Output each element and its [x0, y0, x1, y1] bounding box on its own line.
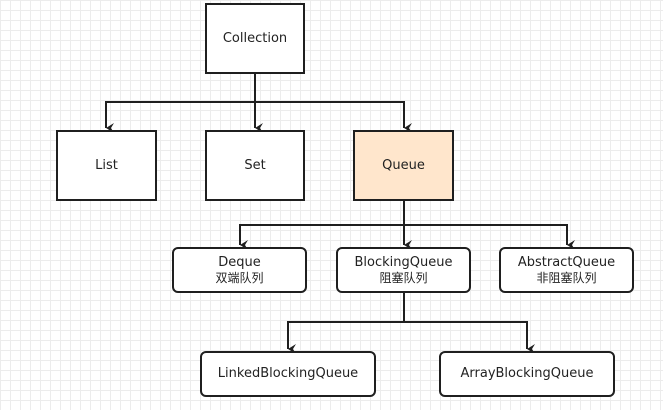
- node-blockingqueue[interactable]: BlockingQueue 阻塞队列: [336, 247, 471, 293]
- node-abstractqueue-label: AbstractQueue: [517, 254, 616, 270]
- node-blockingqueue-label: BlockingQueue: [354, 254, 453, 270]
- node-abstractqueue[interactable]: AbstractQueue 非阻塞队列: [499, 247, 634, 293]
- node-list[interactable]: List: [56, 130, 157, 201]
- edge-blockingqueue-to-linkedblockingqueue: [287, 292, 405, 354]
- node-queue[interactable]: Queue: [353, 130, 454, 201]
- node-arrayblockingqueue-label: ArrayBlockingQueue: [460, 366, 594, 381]
- node-deque[interactable]: Deque 双端队列: [172, 247, 307, 293]
- node-deque-sublabel: 双端队列: [215, 270, 264, 285]
- edge-collection-to-queue: [255, 101, 412, 133]
- edge-blockingqueue-to-arrayblockingqueue: [404, 321, 535, 354]
- node-collection[interactable]: Collection: [205, 3, 305, 74]
- node-list-label: List: [95, 157, 118, 173]
- node-queue-label: Queue: [382, 157, 425, 173]
- edge-queue-to-deque: [239, 224, 404, 250]
- node-linkedblockingqueue[interactable]: LinkedBlockingQueue: [200, 351, 376, 397]
- node-arrayblockingqueue[interactable]: ArrayBlockingQueue: [439, 351, 615, 397]
- node-set-label: Set: [244, 157, 266, 173]
- node-deque-label: Deque: [218, 254, 261, 270]
- edge-queue-to-abstractqueue: [404, 224, 575, 250]
- node-abstractqueue-sublabel: 非阻塞队列: [536, 270, 597, 285]
- edge-collection-to-list: [105, 74, 256, 133]
- node-set[interactable]: Set: [205, 130, 305, 201]
- node-collection-label: Collection: [222, 30, 288, 46]
- node-blockingqueue-sublabel: 阻塞队列: [379, 270, 428, 285]
- node-linkedblockingqueue-label: LinkedBlockingQueue: [217, 366, 359, 381]
